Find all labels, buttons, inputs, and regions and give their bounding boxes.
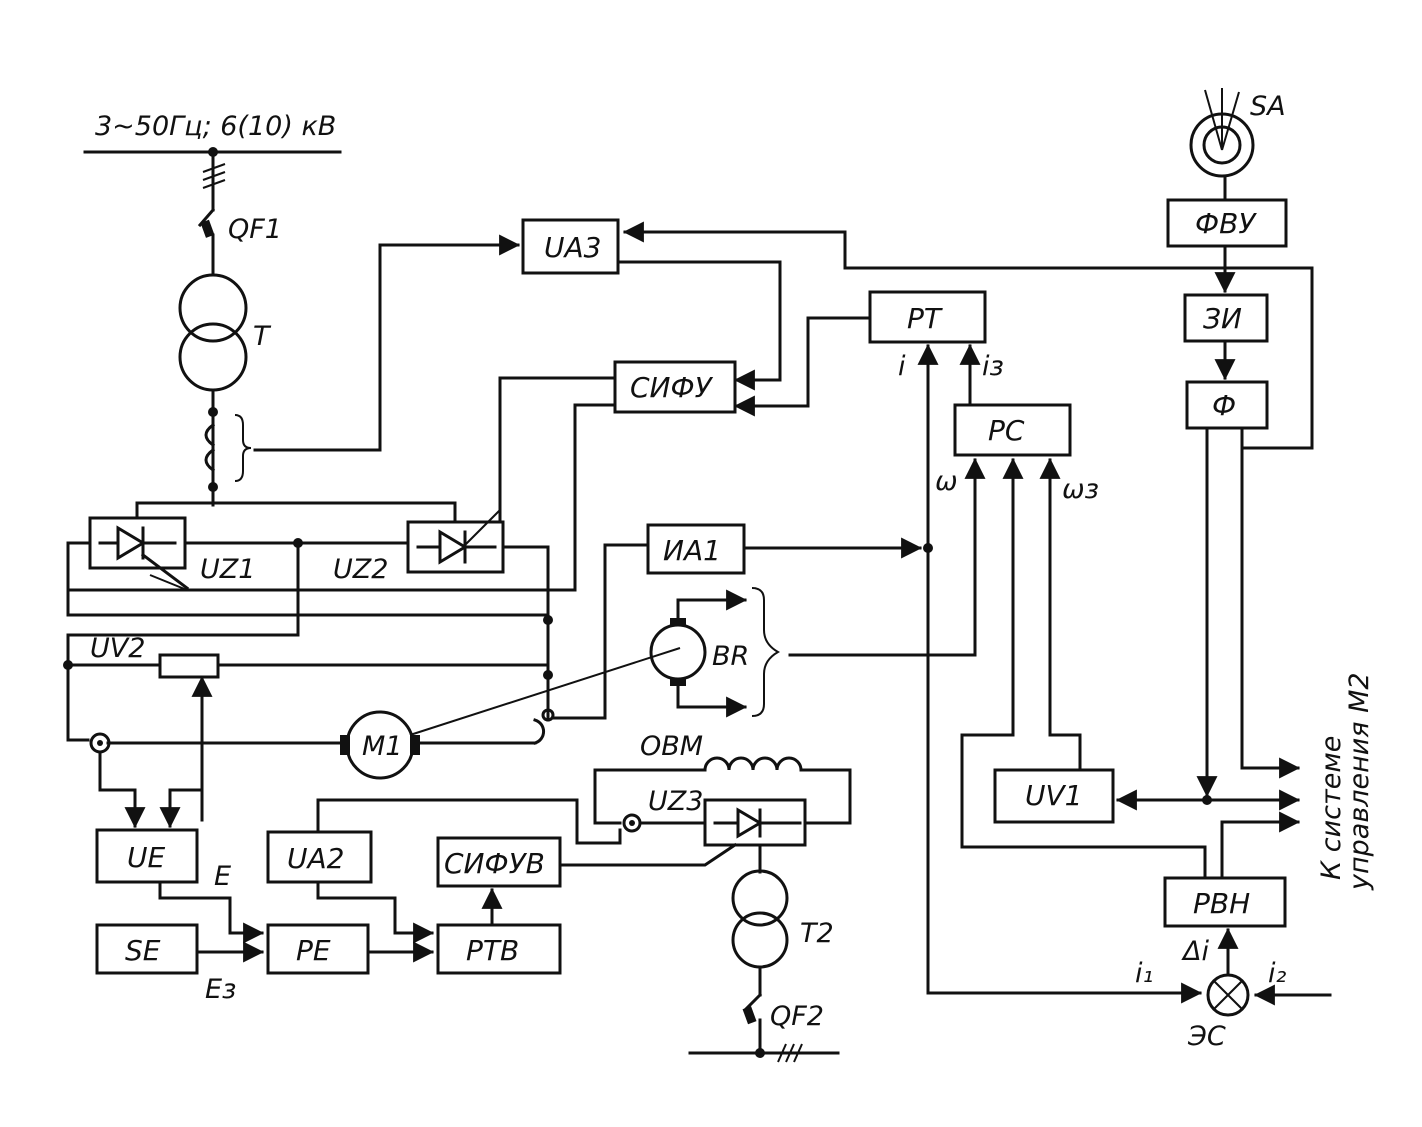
uz1-label: UZ1 (200, 554, 255, 585)
t2-label: T2 (800, 918, 834, 949)
i-label: i (898, 351, 906, 382)
tachogenerator-br: BR (649, 587, 781, 718)
uv1-text: UV1 (1025, 779, 1082, 812)
breaker-qf2: QF2 (742, 992, 824, 1055)
shunt-uv2: UV2 (90, 633, 220, 679)
pe-text: РЕ (296, 934, 331, 967)
block-f: Ф (1185, 380, 1269, 430)
block-fvu: ФВУ (1166, 198, 1288, 248)
block-sifuv: СИФУВ (436, 836, 562, 888)
ue-text: UE (127, 841, 165, 874)
i2-label: i₂ (1268, 958, 1287, 989)
block-ua3: UA3 (521, 218, 620, 275)
block-se: SE (95, 923, 199, 975)
uv2-label: UV2 (90, 633, 145, 664)
block-rt: РТ (868, 290, 987, 344)
svg-text:К системе: К системе (1316, 736, 1347, 880)
breaker-qf1: QF1 (197, 207, 282, 277)
sa-label: SA (1250, 91, 1286, 122)
i1-label: i₁ (1135, 958, 1153, 989)
block-uv1: UV1 (993, 768, 1115, 824)
block-zi: ЗИ (1183, 293, 1269, 343)
setpoint-sa: SA (1189, 88, 1286, 178)
di-label: Δi (1181, 936, 1209, 967)
uz2-label: UZ2 (333, 554, 388, 585)
i3-label: iз (982, 351, 1004, 382)
main-supply-bus: 3~50Гц; 6(10) кВ (83, 111, 342, 212)
qf2-label: QF2 (770, 1001, 824, 1032)
omega-label: ω (935, 466, 958, 497)
es-label: ЭС (1187, 1021, 1226, 1052)
transformer-t: T (178, 273, 272, 507)
block-ua2: UA2 (266, 830, 373, 884)
ia1-text: ИА1 (663, 534, 721, 567)
summator-es: ЭС (1187, 973, 1250, 1052)
uz3-label: UZ3 (648, 786, 703, 817)
rs-text: РС (988, 414, 1025, 447)
omega3-label: ωз (1062, 474, 1099, 505)
motor-m1: M1 (340, 647, 681, 780)
qf1-label: QF1 (228, 214, 282, 245)
f-text: Ф (1212, 389, 1236, 422)
e3-label: Eз (205, 974, 236, 1005)
block-pe: РЕ (266, 923, 370, 975)
block-sifu: СИФУ (613, 360, 737, 414)
block-rs: РС (953, 403, 1072, 457)
rt-text: РТ (907, 302, 943, 335)
thyristor-uz3: UZ3 (648, 786, 807, 847)
e-label: E (214, 861, 231, 892)
thyristor-bridge-uz2: UZ2 (333, 520, 505, 585)
se-text: SE (125, 934, 161, 967)
block-ia1: ИА1 (646, 523, 746, 575)
br-label: BR (712, 641, 749, 672)
ua2-text: UA2 (287, 842, 344, 875)
field-winding-obm: ОВМ (593, 731, 852, 825)
fvu-text: ФВУ (1195, 207, 1257, 240)
t-label: T (253, 321, 272, 352)
block-rvn: РВН (1163, 876, 1287, 928)
block-rtv: РТВ (436, 923, 562, 975)
rvn-text: РВН (1193, 887, 1250, 920)
aux-supply-bus (688, 1043, 840, 1063)
obm-label: ОВМ (640, 731, 703, 762)
supply-label: 3~50Гц; 6(10) кВ (95, 111, 336, 142)
sifu-text: СИФУ (630, 371, 714, 404)
rtv-text: РТВ (466, 934, 519, 967)
transformer-t2: T2 (731, 869, 834, 997)
ua3-text: UA3 (544, 231, 601, 264)
zi-text: ЗИ (1203, 302, 1242, 335)
m1-label: M1 (362, 731, 402, 762)
thyristor-bridge-uz1: UZ1 (88, 516, 255, 591)
block-ue: UE (95, 828, 199, 884)
sifuv-text: СИФУВ (444, 847, 545, 880)
to-control-system-label: К системе управления М2 (1316, 672, 1375, 891)
svg-text:управления М2: управления М2 (1344, 672, 1375, 891)
